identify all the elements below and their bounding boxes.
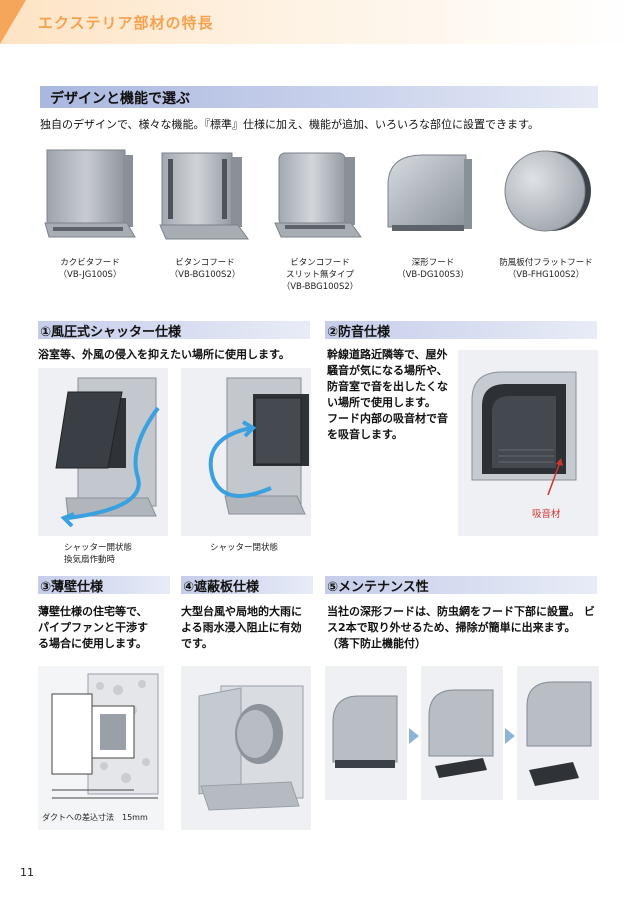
feature1-bar bbox=[38, 321, 310, 339]
product-model: （VB-BBG100S2） bbox=[281, 282, 359, 292]
desc-line: 薄壁仕様の住宅等で、 bbox=[38, 605, 148, 618]
section-banner bbox=[40, 86, 598, 108]
header-accent bbox=[0, 0, 26, 44]
product-model: （VB-DG100S3） bbox=[397, 270, 469, 280]
product-model: （VB-JG100S） bbox=[58, 270, 122, 280]
arrow-right-icon bbox=[409, 728, 419, 744]
product-label-bitanko-noslit: ビタンコフード スリット無タイプ （VB-BBG100S2） bbox=[260, 257, 380, 293]
feature5-bar bbox=[325, 576, 597, 594]
product-name: 防風板付フラットフード bbox=[499, 258, 593, 268]
feature5-desc: 当社の深形フードは、防虫網をフード下部に設置。 ビ ス2本で取り外せるため、掃除… bbox=[327, 604, 595, 652]
feature3-title: ③薄壁仕様 bbox=[40, 580, 104, 595]
product-label-bitanko: ビタンコフード （VB-BG100S2） bbox=[145, 257, 265, 281]
feature1-title: ①風圧式シャッター仕様 bbox=[40, 325, 182, 340]
caption-shutter-open: シャッター開状態 換気扇作動時 bbox=[64, 542, 132, 566]
header-band bbox=[0, 0, 636, 44]
product-type: スリット無タイプ bbox=[285, 270, 354, 280]
desc-line: 大型台風や局地的大雨に bbox=[181, 605, 302, 618]
product-label-fukagata: 深形フード （VB-DG100S3） bbox=[373, 257, 493, 281]
feature2-desc: 幹線道路近隣等で、屋外 騒音が気になる場所や、 防音室で音を出したくな い場所で… bbox=[327, 347, 448, 443]
product-label-flat: 防風板付フラットフード （VB-FHG100S2） bbox=[486, 257, 606, 281]
feature4-desc: 大型台風や局地的大雨に よる雨水浸入阻止に有効 です。 bbox=[181, 604, 302, 652]
maintenance-step3-image bbox=[517, 666, 599, 800]
desc-line: パイプファンと干渉す bbox=[38, 621, 148, 634]
feature1-desc: 浴室等、外風の侵入を抑えたい場所に使用します。 bbox=[38, 347, 290, 363]
thin-wall-diagram bbox=[38, 666, 164, 830]
arrow-right-icon bbox=[505, 728, 515, 744]
sound-absorber-label: 吸音材 bbox=[532, 509, 561, 520]
soundproof-image bbox=[458, 350, 598, 536]
feature5-title: ⑤メンテナンス性 bbox=[327, 580, 429, 595]
page-number: 11 bbox=[20, 866, 34, 879]
product-model: （VB-FHG100S2） bbox=[507, 270, 585, 280]
desc-line: 当社の深形フードは、防虫網をフード下部に設置。 ビ bbox=[327, 605, 595, 618]
product-image-kakubita bbox=[35, 145, 145, 250]
page-header-title: エクステリア部材の特長 bbox=[38, 14, 214, 32]
product-image-flat bbox=[493, 145, 603, 250]
caption-line: シャッター閉状態 bbox=[210, 543, 279, 553]
shutter-open-image bbox=[38, 368, 168, 536]
baffle-plate-image bbox=[181, 666, 311, 830]
desc-line: る場合に使用します。 bbox=[38, 637, 147, 650]
feature4-title: ④遮蔽板仕様 bbox=[183, 580, 260, 595]
feature3-bar bbox=[38, 576, 170, 594]
product-name: ビタンコフード bbox=[175, 258, 235, 268]
desc-line: 幹線道路近隣等で、屋外 bbox=[327, 348, 448, 361]
product-image-bitanko-noslit bbox=[265, 145, 375, 250]
feature2-title: ②防音仕様 bbox=[327, 325, 391, 340]
caption-shutter-closed: シャッター閉状態 bbox=[210, 542, 278, 554]
feature3-desc: 薄壁仕様の住宅等で、 パイプファンと干渉す る場合に使用します。 bbox=[38, 604, 148, 652]
desc-line: です。 bbox=[181, 637, 213, 650]
product-name: 深形フード bbox=[411, 258, 455, 268]
product-name: ビタンコフード bbox=[290, 258, 350, 268]
maintenance-step1-image bbox=[325, 666, 407, 800]
section-intro: 独自のデザインで、様々な機能。『標準』仕様に加え、機能が追加、いろいろな部位に設… bbox=[40, 118, 539, 131]
section-title: デザインと機能で選ぶ bbox=[50, 91, 190, 107]
feature4-bar bbox=[181, 576, 313, 594]
caption-line: シャッター開状態 bbox=[64, 543, 133, 553]
product-label-kakubita: カクビタフード （VB-JG100S） bbox=[30, 257, 150, 281]
desc-line: 浴室等、外風の侵入を抑えたい場所に使用します。 bbox=[38, 348, 290, 361]
feature2-bar bbox=[325, 321, 597, 339]
desc-line: （落下防止機能付） bbox=[327, 637, 426, 650]
product-image-fukagata bbox=[378, 145, 488, 250]
thin-wall-caption: ダクトへの差込寸法 15mm bbox=[42, 813, 148, 822]
product-image-bitanko bbox=[150, 145, 260, 250]
caption-line: 換気扇作動時 bbox=[64, 555, 116, 565]
shutter-closed-image bbox=[181, 368, 311, 536]
desc-line: 防音室で音を出したくな bbox=[327, 380, 448, 393]
product-name: カクビタフード bbox=[60, 258, 120, 268]
product-model: （VB-BG100S2） bbox=[169, 270, 241, 280]
desc-line: い場所で使用します。 bbox=[327, 396, 436, 409]
desc-line: を吸音します。 bbox=[327, 428, 403, 441]
desc-line: フード内部の吸音材で音 bbox=[327, 412, 448, 425]
desc-line: よる雨水浸入阻止に有効 bbox=[181, 621, 302, 634]
desc-line: 騒音が気になる場所や、 bbox=[327, 364, 448, 377]
desc-line: ス2本で取り外せるため、掃除が簡単に出来ます。 bbox=[327, 621, 576, 634]
maintenance-step2-image bbox=[421, 666, 503, 800]
